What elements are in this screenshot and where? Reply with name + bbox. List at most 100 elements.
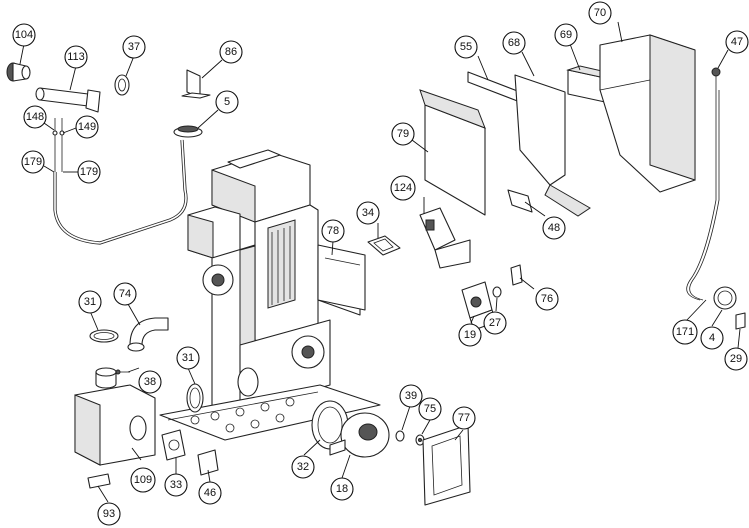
callout-29: 29 (724, 347, 748, 371)
callout-label: 148 (26, 111, 44, 123)
part-48-bracket (507, 189, 533, 213)
part-39-washer (395, 430, 405, 442)
callout-label: 70 (594, 7, 606, 19)
callout-69: 69 (554, 23, 578, 47)
callout-label: 113 (67, 51, 85, 63)
callout-18: 18 (330, 477, 354, 501)
part-47-sensor (711, 67, 721, 90)
callout-label: 68 (508, 37, 520, 49)
callout-label: 37 (128, 41, 140, 53)
callout-label: 31 (182, 352, 194, 364)
callout-label: 29 (730, 353, 742, 365)
part-76-clip (510, 264, 523, 286)
part-37-ring (114, 74, 130, 96)
part-75-washer (415, 434, 425, 446)
part-148-149-fittings (52, 118, 65, 172)
callout-171: 171 (672, 319, 698, 345)
callout-70: 70 (588, 1, 612, 25)
callout-label: 75 (424, 403, 436, 415)
callout-label: 34 (362, 207, 374, 219)
part-79-panel (419, 89, 486, 216)
part-171-capillary (686, 90, 720, 301)
callout-label: 79 (397, 128, 409, 140)
callout-78: 78 (321, 219, 345, 243)
callout-label: 149 (78, 121, 96, 133)
callout-76: 76 (535, 287, 559, 311)
part-93-block (87, 473, 111, 489)
part-86-bracket (181, 69, 211, 99)
part-38-screw (115, 369, 130, 375)
callout-48: 48 (542, 216, 566, 240)
part-77-frame (422, 424, 471, 506)
callout-113: 113 (64, 45, 88, 69)
callout-label: 19 (464, 329, 476, 341)
callout-104: 104 (12, 23, 36, 47)
part-5-disc (173, 125, 203, 138)
callout-68: 68 (502, 31, 526, 55)
callout-39: 39 (399, 384, 423, 408)
callout-77: 77 (452, 406, 476, 430)
callout-label: 109 (134, 474, 152, 486)
callout-75: 75 (418, 397, 442, 421)
callout-37: 37 (122, 35, 146, 59)
callout-124: 124 (390, 175, 416, 201)
callout-label: 78 (327, 225, 339, 237)
callout-label: 77 (458, 412, 470, 424)
part-46-plate (197, 449, 219, 476)
callout-label: 104 (15, 29, 33, 41)
callout-label: 33 (170, 479, 182, 491)
callout-86: 86 (219, 40, 243, 64)
callout-148: 148 (23, 105, 47, 129)
callout-179-left: 179 (21, 150, 45, 174)
part-78-panel (317, 244, 366, 311)
callout-47: 47 (725, 30, 749, 54)
callout-4: 4 (700, 326, 724, 350)
callout-label: 48 (548, 222, 560, 234)
callout-label: 69 (560, 29, 572, 41)
callout-label: 4 (709, 332, 715, 344)
callout-label: 76 (541, 293, 553, 305)
part-27-washer (492, 286, 502, 298)
callout-label: 39 (405, 390, 417, 402)
callout-93: 93 (97, 502, 121, 526)
callout-label: 74 (119, 288, 131, 300)
callout-79: 79 (391, 122, 415, 146)
part-4-gauge (713, 286, 737, 310)
callout-label: 5 (224, 96, 230, 108)
part-179-hose (53, 139, 188, 245)
part-18-fan (329, 412, 390, 458)
callout-label: 27 (489, 317, 501, 329)
callout-label: 46 (204, 487, 216, 499)
part-124-bracket (419, 207, 471, 269)
part-55-strip (467, 71, 521, 103)
part-70-hopper (599, 34, 696, 193)
part-74-elbow (127, 317, 169, 352)
part-113-pipe (35, 87, 101, 113)
callout-34: 34 (356, 201, 380, 225)
callout-label: 47 (731, 36, 743, 48)
part-31-clamp-2 (186, 383, 204, 413)
callout-label: 32 (297, 461, 309, 473)
callout-179-right: 179 (77, 160, 101, 184)
callout-label: 171 (676, 326, 694, 338)
part-68-chute (514, 74, 591, 217)
part-29-knob (735, 312, 746, 330)
part-109-box (74, 367, 156, 466)
callout-27: 27 (483, 311, 507, 335)
callout-109: 109 (130, 467, 156, 493)
callout-label: 38 (144, 376, 156, 388)
part-31-clamp (89, 329, 119, 343)
part-33-plate (161, 429, 186, 461)
callout-55: 55 (454, 35, 478, 59)
callout-label: 124 (394, 182, 412, 194)
callout-46: 46 (198, 481, 222, 505)
callout-33: 33 (164, 473, 188, 497)
callout-5: 5 (215, 90, 239, 114)
callout-label: 31 (84, 296, 96, 308)
part-34-gasket (367, 235, 401, 256)
callout-label: 55 (460, 41, 472, 53)
callout-38: 38 (138, 370, 162, 394)
callout-31-center: 31 (176, 346, 200, 370)
callout-label: 93 (103, 508, 115, 520)
